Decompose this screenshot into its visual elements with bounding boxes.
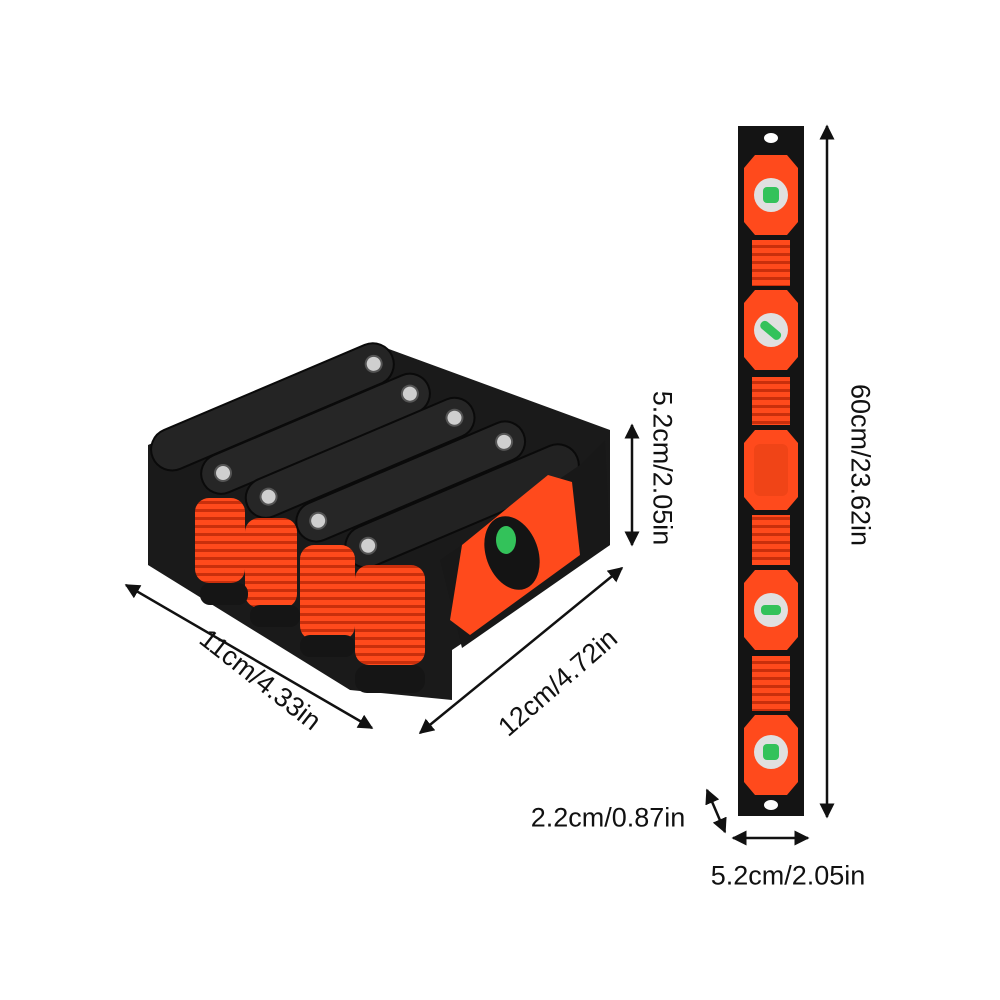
- top-plates: [150, 342, 580, 569]
- dimension-arrows: [124, 124, 835, 846]
- thickness-label: 2.2cm/0.87in: [530, 802, 686, 833]
- vial-modules: [744, 155, 798, 795]
- unfolded-length-label: 60cm/23.62in: [845, 383, 876, 547]
- unfolded-width-label: 5.2cm/2.05in: [710, 860, 866, 891]
- unfolded-level: [738, 126, 804, 816]
- hang-hole-icon: [764, 133, 778, 143]
- ribbed-segments: [752, 240, 790, 711]
- folded-height-label: 5.2cm/2.05in: [647, 390, 678, 546]
